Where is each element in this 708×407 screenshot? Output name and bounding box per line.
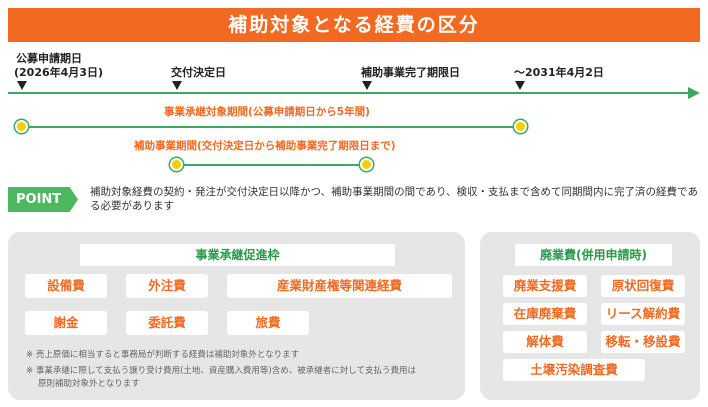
marker-triangle-icon: [362, 81, 372, 90]
expense-item: 委託費: [126, 311, 208, 335]
marker-end-date-label: ～2031年4月2日: [514, 66, 604, 79]
timeline-arrow-icon: [688, 87, 700, 99]
period-start-dot-icon: [170, 158, 183, 171]
expense-item: 産業財産権等関連経費: [227, 274, 452, 298]
expense-item: 外注費: [126, 274, 208, 298]
note-line: 原則補助対象外となります: [38, 379, 140, 389]
expense-item: 解体費: [503, 331, 587, 353]
expense-item: 移転・移設費: [601, 331, 685, 353]
note-line: ※ 売上原価に相当すると事務局が判断する経費は補助対象外となります: [26, 350, 300, 360]
point-badge: POINT: [8, 187, 78, 212]
expense-item: 在庫廃棄費: [503, 303, 587, 325]
marker-triangle-icon: [17, 81, 27, 90]
expense-item: 廃業支援費: [503, 275, 587, 297]
expense-item: 設備費: [25, 274, 107, 298]
expense-item: リース解約費: [601, 303, 685, 325]
timeline-axis: [8, 92, 692, 94]
expense-item: 原状回復費: [601, 275, 685, 297]
closure-expense-header: 廃業費(併用申請時): [515, 244, 672, 266]
marker-triangle-icon: [172, 81, 182, 90]
period-subsidy-bar: [177, 164, 367, 166]
marker-application-date-value: (2026年4月3日): [14, 66, 103, 79]
marker-grant-decision-label: 交付決定日: [171, 66, 226, 79]
marker-application-date-label: 公募申請期日: [16, 52, 82, 65]
diagram-title: 補助対象となる経費の区分: [8, 8, 700, 42]
note-line: ※ 事業承継に際して支払う譲り受け費用(土地、資産購入費用等)含め、被承継者に対…: [26, 366, 416, 376]
expense-item: 土壌汚染調査費: [503, 359, 645, 381]
period-end-dot-icon: [360, 158, 373, 171]
period-end-dot-icon: [514, 120, 527, 133]
expense-item: 旅費: [227, 311, 309, 335]
succession-promotion-header: 事業承継促進枠: [80, 244, 395, 266]
period-subsidy-label: 補助事業期間(交付決定日から補助事業完了期限日まで): [134, 140, 396, 152]
expense-item: 謝金: [25, 311, 107, 335]
marker-triangle-icon: [515, 81, 525, 90]
marker-completion-deadline-label: 補助事業完了期限日: [361, 66, 460, 79]
period-start-dot-icon: [15, 120, 28, 133]
period-succession-label: 事業承継対象期間(公募申請期日から5年間): [164, 106, 370, 118]
point-text: 補助対象経費の契約・発注が交付決定日以降かつ、補助事業期間の間であり、検収・支払…: [90, 186, 698, 212]
period-succession-bar: [22, 126, 522, 128]
